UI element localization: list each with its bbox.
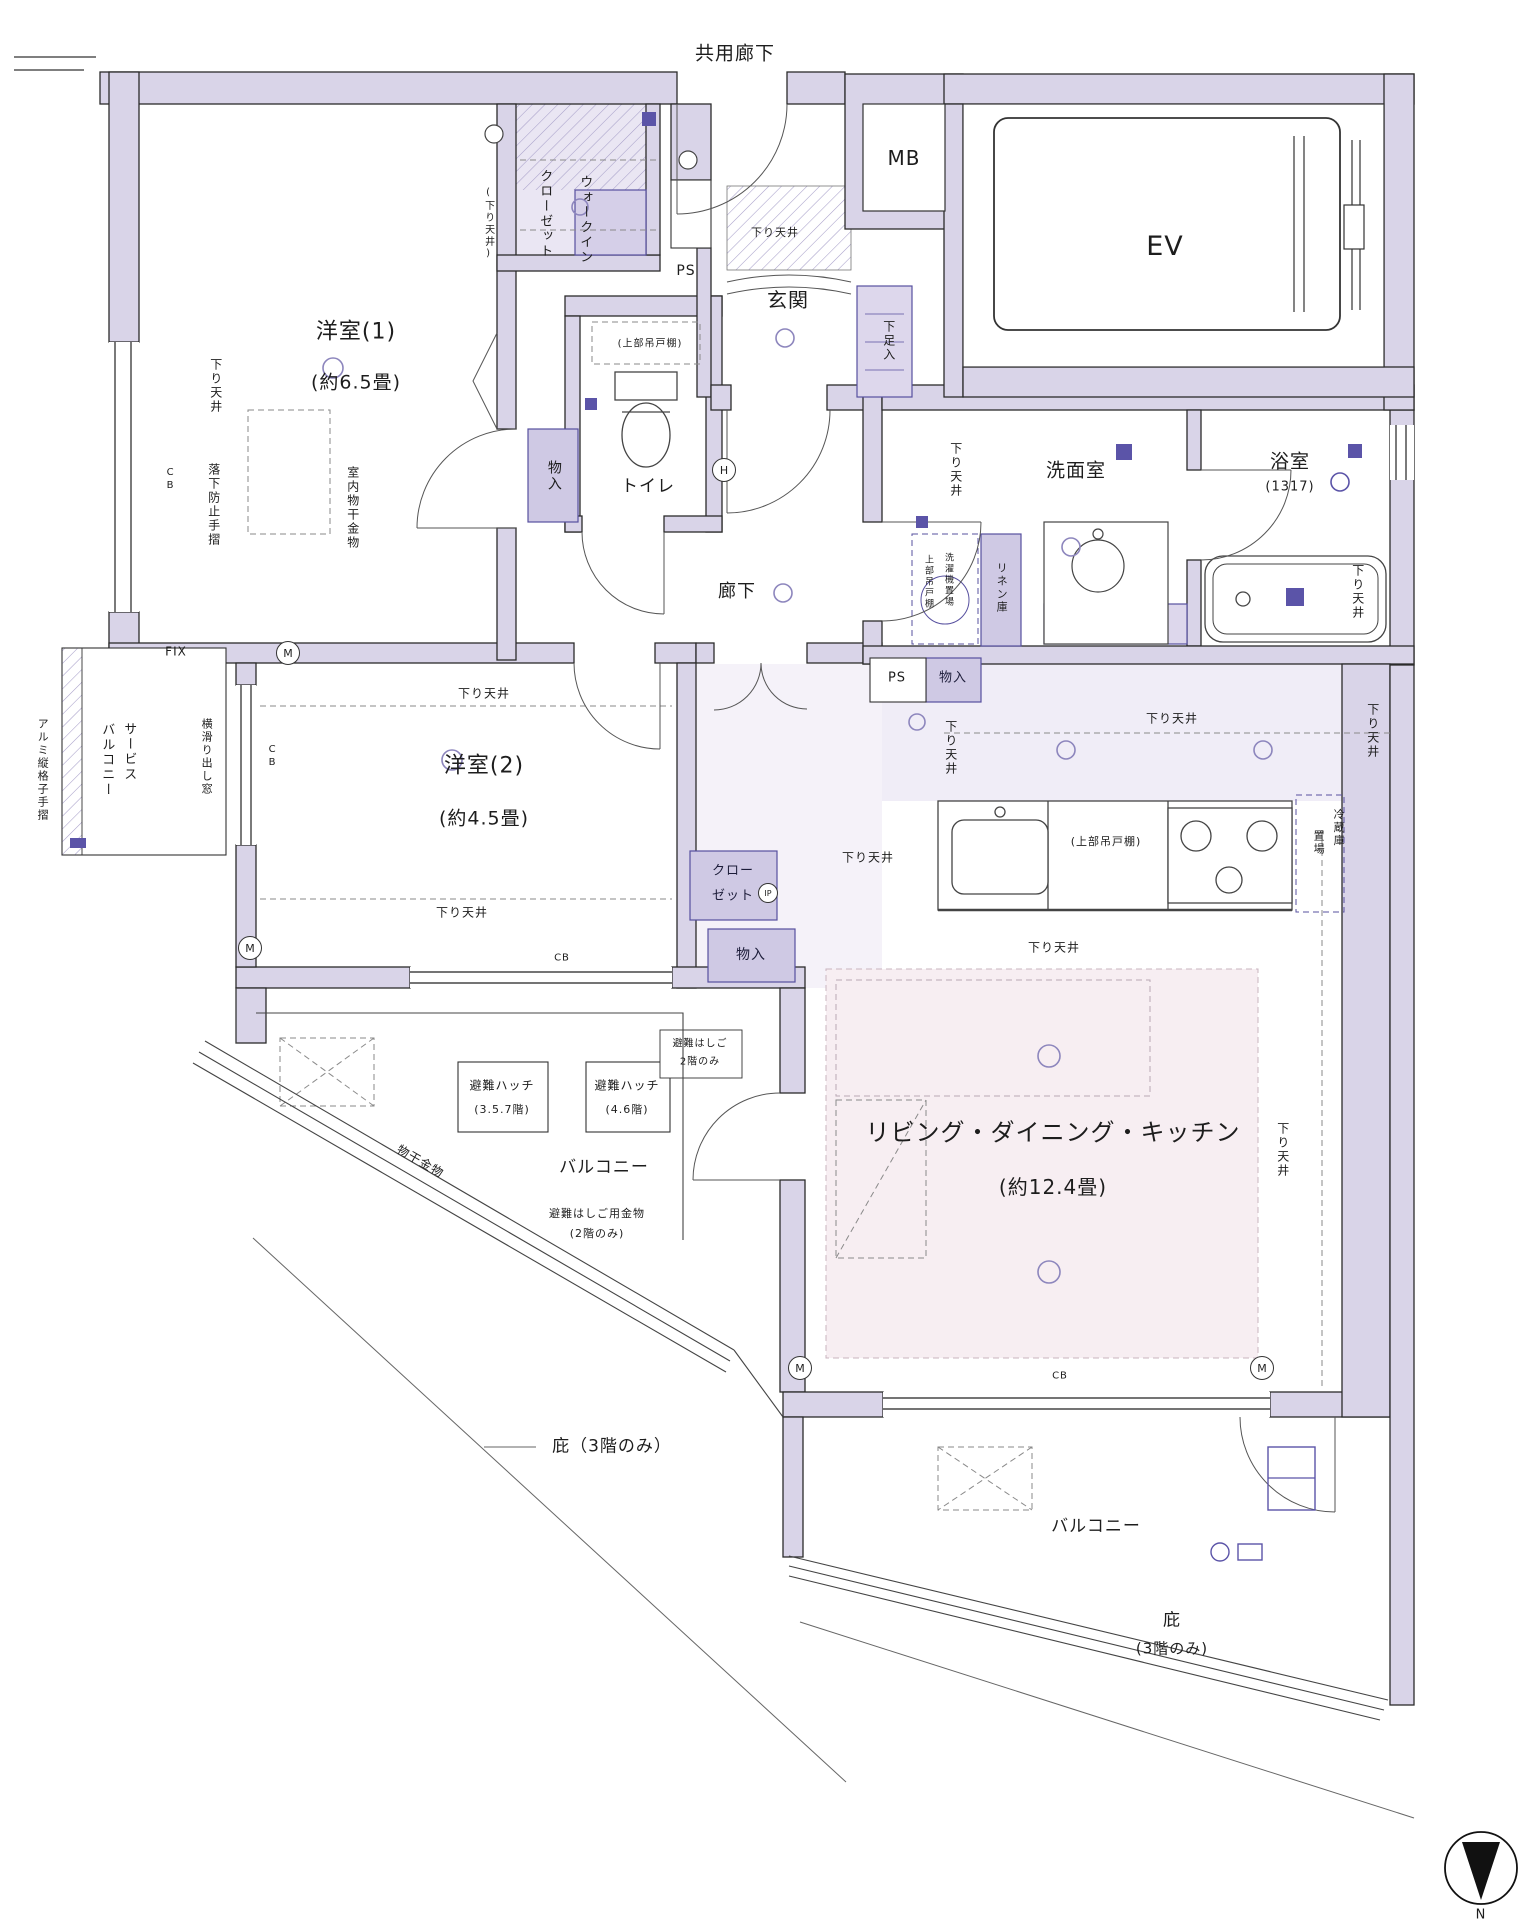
sliding-window-label: 横滑り出し窓: [200, 718, 214, 796]
eaves-lines: [252, 1237, 1415, 1819]
down-ceiling-label: 下り天井: [751, 225, 799, 239]
eaves-left-label: 庇（3階のみ）: [552, 1436, 672, 1457]
down-ceiling-label: 下り天井: [1145, 711, 1199, 726]
ladder-metal-label-2: (2階のみ): [569, 1226, 625, 1240]
toilet-upper-cabinet-label: (上部吊戸棚): [617, 338, 683, 350]
bath-name: 浴室: [1269, 450, 1311, 473]
storage2-label: 物入: [938, 670, 968, 686]
ladder-metal-label-1: 避難はしご用金物: [549, 1206, 645, 1220]
cb-label: CB: [554, 952, 570, 964]
shoe-box-label: 下足入: [881, 320, 896, 362]
service-balcony-label-1: サービス: [121, 722, 137, 782]
ip-mark: IP: [758, 883, 778, 903]
ev-mb-detail: [862, 103, 1385, 368]
fix-window-label: FIX: [165, 644, 187, 659]
storage1-label: 物入: [545, 460, 562, 492]
entrance-step: [726, 274, 852, 295]
common-corridor-label: 共用廊下: [694, 42, 776, 65]
escape-hatch2-label-2: (4.6階): [605, 1102, 649, 1116]
washer-icon: [920, 575, 970, 625]
eaves-right-label-1: 庇: [1163, 1610, 1181, 1631]
closet-label-1: クロー: [711, 863, 755, 879]
eaves-right-label-2: (3階のみ): [1135, 1639, 1209, 1658]
linen-label: リネン庫: [995, 562, 1009, 614]
aluminum-rail-label: アルミ縦格子手摺: [36, 718, 50, 822]
balcony-bottom-label: バルコニー: [1051, 1516, 1141, 1537]
down-ceiling-label: 下り天井: [208, 358, 223, 414]
escape-hatch1-label-2: (3.5.7階): [474, 1102, 530, 1116]
meter-mark: M: [1250, 1356, 1274, 1380]
washroom-label: 洗面室: [1045, 459, 1107, 482]
kitchen-upper-cabinet-label: (上部吊戸棚): [1070, 834, 1142, 848]
ldk-size: (約12.4畳): [998, 1174, 1108, 1199]
fridge-label-1: 冷蔵庫: [1332, 808, 1346, 848]
toilet-icon: [614, 371, 678, 468]
service-balcony-label-2: バルコニー: [99, 722, 115, 798]
floor-tints: [516, 104, 1342, 1359]
compass-icon: [1444, 1831, 1518, 1905]
meter-mark: M: [276, 641, 300, 665]
ev-label: EV: [1146, 230, 1184, 262]
meter-mark: M: [238, 936, 262, 960]
balcony-left-label: バルコニー: [559, 1157, 649, 1178]
kitchen-counter-icon: [937, 800, 1293, 912]
down-ceiling-label: 下り天井: [1365, 703, 1380, 759]
meter-mark: M: [788, 1356, 812, 1380]
indoor-hanger-label: 室内物干金物: [345, 466, 360, 550]
western2-name: 洋室(2): [443, 753, 525, 779]
down-ceiling-label: 下り天井: [435, 905, 489, 920]
western1-size: (約6.5畳): [310, 371, 402, 394]
doors: [416, 103, 1336, 1513]
western2-size: (約4.5畳): [438, 807, 530, 830]
storage-boxes: [527, 189, 1022, 983]
ps-label: PS: [676, 263, 696, 280]
cb-label: CB: [1052, 1370, 1068, 1382]
corner-ticks: [14, 56, 96, 71]
hallway-label: 廊下: [718, 580, 756, 602]
cb-label: CB: [164, 467, 176, 493]
closet-label-2: ゼット: [711, 888, 755, 904]
dashed-detail: [247, 159, 1390, 1511]
ceiling-lights: [322, 198, 1273, 1284]
walls: [99, 71, 1415, 1706]
toilet-label: トイレ: [621, 476, 675, 497]
utility-boxes: [457, 179, 927, 1133]
down-ceiling-label: 下り天井: [1027, 940, 1081, 955]
ladder-note-label-2: 2階のみ: [679, 1056, 721, 1068]
ldk-name: リビング・ダイニング・キッチン: [865, 1118, 1241, 1147]
shoe-box-shelves: [865, 313, 904, 371]
escape-hatch1-label-1: 避難ハッチ: [469, 1078, 535, 1093]
down-ceiling-paren-label: (下り天井): [482, 187, 494, 261]
fridge-label-2: 置場: [1312, 830, 1326, 856]
down-ceiling-label: 下り天井: [841, 850, 895, 865]
down-ceiling-label: 下り天井: [1275, 1122, 1290, 1178]
service-balcony: [61, 647, 227, 856]
ladder-note-label-1: 避難はしご: [672, 1038, 728, 1050]
storage3-label: 物入: [736, 947, 766, 964]
down-ceiling-label: 下り天井: [1350, 564, 1365, 620]
washer-label: 洗濯機置場: [943, 552, 954, 608]
western1-name: 洋室(1): [315, 319, 397, 345]
vanity-icon: [1043, 521, 1188, 645]
balcony-railings: [192, 988, 1389, 1721]
walkin-closet-label-2: クローゼット: [537, 169, 553, 259]
walkin-closet-label-1: ウォークイン: [577, 175, 593, 265]
mb-label: MB: [887, 145, 921, 170]
down-ceiling-label: 下り天井: [948, 442, 963, 498]
bath-size: (1317): [1265, 479, 1315, 495]
compass-north-label: N: [1475, 1907, 1487, 1923]
down-ceiling-label: 下り天井: [943, 720, 958, 776]
cb-label: CB: [266, 744, 278, 770]
washer-shelf-label: 上部吊戸棚: [923, 554, 934, 610]
equipment-icons: [484, 112, 1362, 1562]
escape-hatch2-label-1: 避難ハッチ: [594, 1078, 660, 1093]
h-mark: H: [712, 458, 736, 482]
down-ceiling-label: 下り天井: [457, 686, 511, 701]
ps2-label: PS: [887, 670, 907, 686]
fall-prevention-rail-label: 落下防止手摺: [206, 463, 221, 547]
entrance-label: 玄関: [767, 287, 809, 312]
